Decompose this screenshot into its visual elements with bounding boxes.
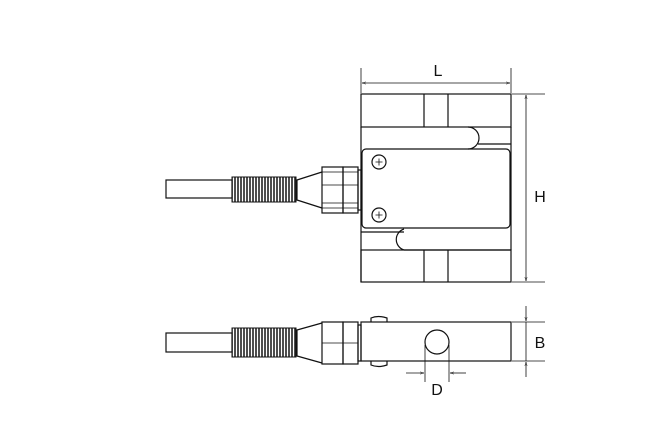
strain-relief-thread (231, 327, 297, 358)
length-label: L (434, 63, 443, 80)
load-cell-body-side (360, 321, 512, 362)
cable (165, 332, 233, 353)
cable-connector-side (165, 321, 362, 365)
hole-diameter-label: D (431, 382, 443, 399)
mounting-hole (424, 329, 450, 355)
cable (165, 179, 233, 199)
width-dimension: B (512, 306, 545, 377)
cable-connector (165, 166, 362, 214)
front-view: L H (165, 63, 546, 283)
hole-diameter-dimension: D (406, 345, 466, 399)
screw-head (370, 315, 388, 322)
load-cell-body (360, 93, 512, 283)
length-dimension: L (360, 63, 512, 93)
cover-plate (361, 148, 511, 229)
height-dimension: H (512, 93, 546, 283)
screw-icon (371, 207, 387, 223)
side-view: B D (165, 306, 545, 399)
screw-head (370, 361, 388, 368)
width-label: B (535, 335, 546, 352)
height-label: H (534, 189, 546, 206)
screw-icon (371, 154, 387, 170)
strain-relief-thread (231, 176, 297, 203)
